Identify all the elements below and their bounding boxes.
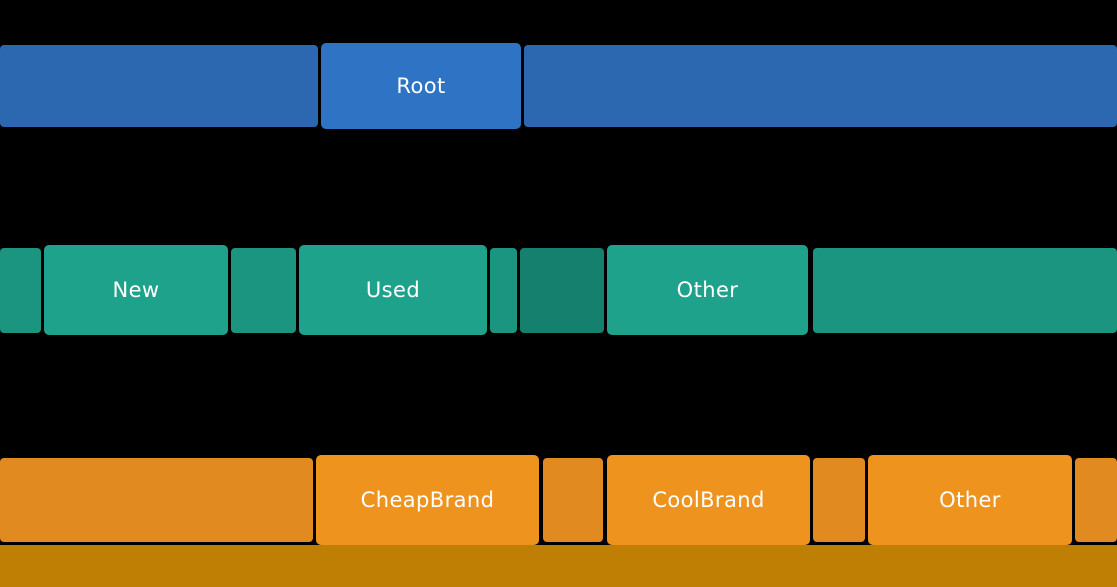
level-3-band-segment [0, 458, 313, 542]
level-3-band-segment [543, 458, 603, 542]
level-3-node-other[interactable]: Other [868, 455, 1072, 545]
level-2-node-new[interactable]: New [44, 245, 228, 335]
level-3-band-segment [1075, 458, 1117, 542]
level-2-band-segment [0, 248, 41, 333]
level-2-node-other[interactable]: Other [607, 245, 808, 335]
leaf-node-strip [0, 545, 1117, 587]
level-2-dark-segment [520, 248, 604, 333]
level-2-node-used[interactable]: Used [299, 245, 487, 335]
level-3-node-cheapbrand[interactable]: CheapBrand [316, 455, 539, 545]
level-2-band-segment [490, 248, 517, 333]
level-1-band-segment [524, 45, 1117, 127]
level-2-band-segment [813, 248, 1117, 333]
level-1-node-root[interactable]: Root [321, 43, 521, 129]
level-1-band-segment [0, 45, 318, 127]
level-3-band-segment [813, 458, 865, 542]
level-3-node-coolbrand[interactable]: CoolBrand [607, 455, 810, 545]
level-2-band-segment [231, 248, 296, 333]
